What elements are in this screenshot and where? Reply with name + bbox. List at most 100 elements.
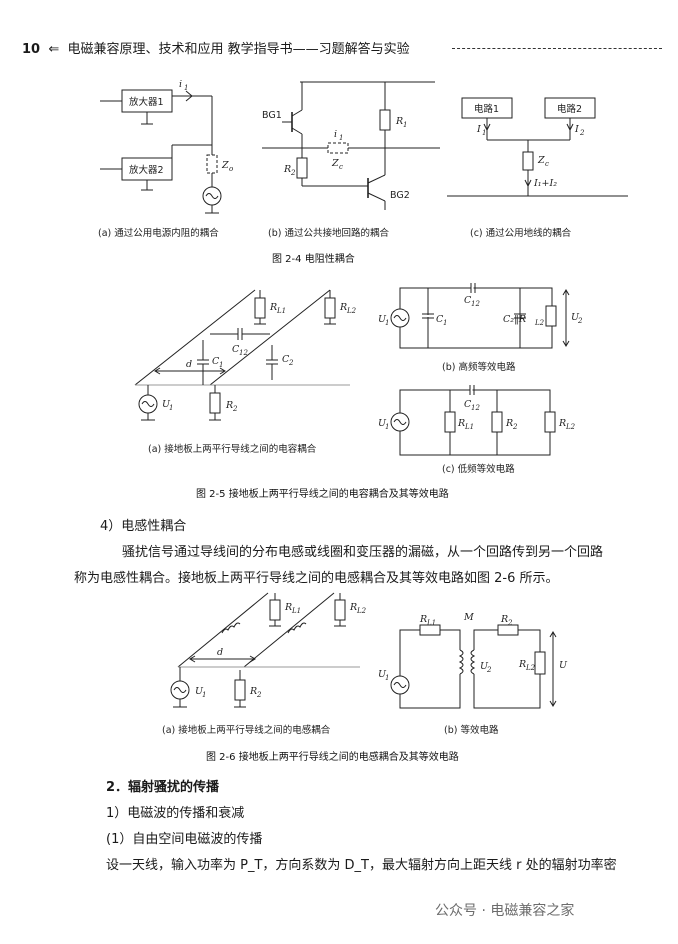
svg-text:1: 1	[385, 423, 389, 431]
section-body-radiation: 2．辐射骚扰的传播 1）电磁波的传播和衰减 (1）自由空间电磁波的传播 设一天线…	[106, 775, 648, 879]
svg-text:1: 1	[202, 691, 206, 699]
paragraph-line: 设一天线，输入功率为 P_T，方向系数为 D_T，最大辐射方向上距天线 r 处的…	[106, 858, 617, 873]
circuit1-label: 电路1	[474, 103, 499, 115]
svg-text:Z: Z	[537, 155, 545, 166]
fig26-title: 图 2-6 接地板上两平行导线之间的电感耦合及其等效电路	[206, 750, 459, 763]
svg-text:L1: L1	[426, 619, 436, 627]
fig26b-circuit: U 1 R L1 M R 2 U 2 R L2 U (b) 等效电路	[378, 612, 568, 736]
svg-text:Z: Z	[331, 158, 339, 169]
svg-text:C: C	[212, 356, 220, 367]
svg-text:12: 12	[239, 349, 248, 357]
fig25c-circuit: C 12 U 1 R L1 R 2 R L2 (c) 低频等效电路	[378, 385, 576, 475]
fig24b-circuit: BG1 R 2 R 1 BG2 i 1 Z c (b) 通过公共接地回路的耦合	[262, 81, 440, 239]
svg-text:C: C	[282, 354, 290, 365]
inductor-coil-icon	[221, 622, 241, 634]
zc-impedance	[327, 142, 349, 154]
fig25-title: 图 2-5 接地板上两平行导线之间的电容耦合及其等效电路	[196, 487, 449, 500]
svg-text:R: R	[283, 164, 291, 175]
svg-text:i: i	[334, 129, 337, 140]
svg-text:C₂‖R: C₂‖R	[503, 314, 526, 325]
svg-text:1: 1	[169, 404, 173, 412]
svg-text:R: R	[500, 614, 508, 625]
svg-text:12: 12	[471, 300, 480, 308]
svg-text:R: R	[419, 614, 427, 625]
svg-text:R: R	[505, 418, 513, 429]
svg-text:C: C	[436, 314, 444, 325]
svg-text:U: U	[571, 312, 580, 323]
inductor-coil-icon	[287, 622, 307, 634]
svg-text:2: 2	[232, 405, 238, 413]
fig25a-circuit: R L1 R L2 C 12 C 1 C 2 d U 1	[134, 289, 357, 455]
svg-text:2: 2	[512, 423, 518, 431]
fig24c-caption: (c) 通过公用地线的耦合	[470, 227, 572, 239]
svg-text:R: R	[269, 302, 277, 313]
i1-label: i	[179, 79, 182, 90]
fig24a-caption: (a) 通过公用电源内阻的耦合	[98, 227, 219, 239]
svg-text:U: U	[480, 661, 489, 672]
svg-text:R: R	[518, 659, 526, 670]
heading-free-space: (1）自由空间电磁波的传播	[106, 832, 263, 847]
amplifier1-label: 放大器1	[129, 96, 164, 108]
svg-text:R: R	[225, 400, 233, 411]
svg-text:d: d	[186, 359, 192, 370]
amplifier2-label: 放大器2	[129, 164, 164, 176]
paragraph-line: 骚扰信号通过导线间的分布电感或线圈和变压器的漏磁，从一个回路传到另一个回路	[122, 545, 604, 560]
svg-text:R: R	[558, 418, 566, 429]
svg-text:1: 1	[403, 121, 407, 129]
svg-text:1: 1	[184, 84, 188, 92]
circuit2-label: 电路2	[557, 103, 582, 115]
svg-text:c: c	[545, 160, 549, 168]
svg-text:M: M	[463, 612, 474, 623]
svg-text:R: R	[349, 602, 357, 613]
svg-text:L1: L1	[464, 423, 474, 431]
svg-text:U: U	[162, 399, 171, 410]
svg-text:2: 2	[579, 129, 585, 137]
header-dash-line	[452, 48, 662, 49]
fig26a-circuit: R L1 R L2 d U 1 R 2 (a) 接地板上两平行导线之间的电感耦合	[162, 592, 367, 736]
svg-text:1: 1	[385, 674, 389, 682]
transformer-primary-icon	[458, 649, 464, 675]
header-title: 电磁兼容原理、技术和应用 教学指导书——习题解答与实验	[67, 42, 410, 57]
svg-text:1: 1	[219, 361, 223, 369]
zo-impedance	[206, 154, 218, 174]
svg-text:I: I	[574, 124, 579, 135]
zo-label: Z	[221, 160, 229, 171]
svg-text:I: I	[476, 124, 481, 135]
svg-text:d: d	[217, 647, 223, 658]
bg1-label: BG1	[262, 110, 282, 121]
svg-text:2: 2	[256, 691, 262, 699]
svg-text:12: 12	[471, 404, 480, 412]
svg-text:I₁+I₂: I₁+I₂	[533, 178, 557, 189]
paragraph-line: 称为电感性耦合。接地板上两平行导线之间的电感耦合及其等效电路如图 2-6 所示。	[74, 571, 559, 586]
svg-text:R: R	[339, 302, 347, 313]
svg-text:2: 2	[486, 666, 492, 674]
svg-text:U: U	[378, 314, 387, 325]
svg-text:L1: L1	[291, 607, 301, 615]
svg-text:C: C	[232, 344, 240, 355]
page-header: 10 ⇐ 电磁兼容原理、技术和应用 教学指导书——习题解答与实验	[22, 38, 662, 58]
svg-text:R: R	[249, 686, 257, 697]
svg-text:C: C	[464, 399, 472, 410]
svg-text:2: 2	[290, 169, 296, 177]
svg-text:L2: L2	[356, 607, 367, 615]
svg-text:2: 2	[507, 619, 513, 627]
arrow-icon: ⇐	[44, 42, 64, 57]
svg-text:U: U	[195, 686, 204, 697]
svg-text:U: U	[378, 669, 387, 680]
fig25a-caption: (a) 接地板上两平行导线之间的电容耦合	[148, 443, 317, 455]
heading-inductive-coupling: 4）电感性耦合	[100, 519, 187, 534]
svg-text:U: U	[559, 660, 568, 671]
svg-text:L2: L2	[565, 423, 576, 431]
svg-text:1: 1	[482, 129, 486, 137]
svg-text:L1: L1	[276, 307, 286, 315]
svg-text:2: 2	[288, 359, 294, 367]
fig25b-caption: (b) 高频等效电路	[442, 361, 516, 373]
svg-text:c: c	[339, 163, 343, 171]
svg-text:L2: L2	[525, 664, 536, 672]
svg-text:o: o	[229, 165, 233, 173]
svg-text:L2: L2	[534, 319, 545, 327]
page-number: 10	[22, 42, 41, 57]
svg-text:2: 2	[577, 317, 583, 325]
fig26a-caption: (a) 接地板上两平行导线之间的电感耦合	[162, 724, 331, 736]
